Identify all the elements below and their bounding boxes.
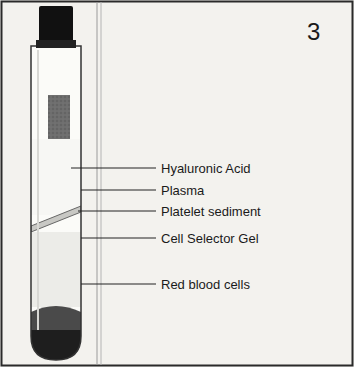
leader-lines [71,168,156,284]
test-tube [31,46,81,360]
part-label: Plasma [160,183,205,198]
hyaluronic-acid-layer [48,95,70,139]
paper-line [97,2,98,365]
part-label: Platelet sediment [160,204,262,219]
glass-highlight [37,50,39,330]
tube-contents [31,46,81,366]
part-label: Cell Selector Gel [160,231,260,246]
callout-number: 3 [306,19,321,45]
part-label: Hyaluronic Acid [160,161,252,176]
paper-line [101,2,102,365]
part-label: Red blood cells [160,277,251,292]
